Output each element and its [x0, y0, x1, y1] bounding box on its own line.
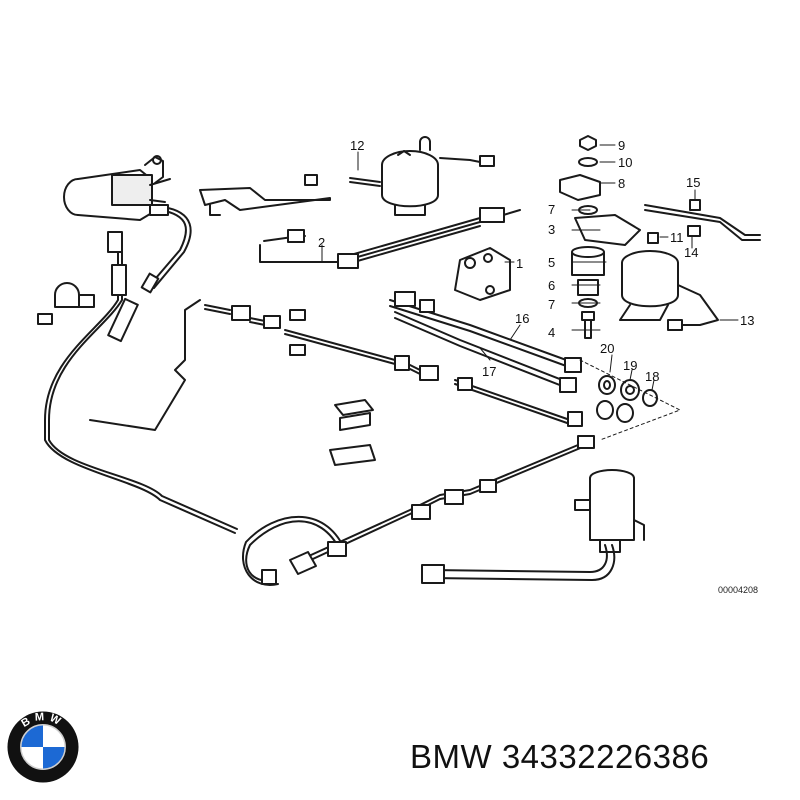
hose-clamp: [37, 282, 95, 325]
callout-10: 10: [618, 155, 632, 170]
callout-5: 5: [548, 255, 555, 270]
callout-17: 17: [482, 364, 496, 379]
fastener-stack: [559, 135, 641, 339]
return-line-bottom: [241, 515, 616, 586]
callout-1: 1: [516, 256, 523, 271]
hose-2: [259, 207, 521, 269]
callout-13: 13: [740, 313, 754, 328]
callout-18: 18: [645, 369, 659, 384]
figure-id: 00004208: [718, 585, 758, 595]
mounting-bracket: [199, 174, 331, 216]
brand-name: BMW: [410, 738, 493, 775]
hose-lines-middle: [89, 299, 595, 565]
pressure-accumulator: [381, 150, 439, 216]
seal-rings: [579, 359, 681, 441]
callout-8: 8: [618, 176, 625, 191]
callout-12: 12: [350, 138, 364, 153]
clip-set: [289, 309, 376, 466]
hose-16-17: [389, 291, 582, 393]
callout-9: 9: [618, 138, 625, 153]
fluid-reservoir: [574, 469, 645, 553]
pressure-valve: [454, 247, 511, 301]
callout-11: 11: [670, 230, 684, 245]
callout-3: 3: [548, 222, 555, 237]
callout-20: 20: [600, 341, 614, 356]
pressure-line-12: [349, 136, 495, 187]
callout-19: 19: [623, 358, 637, 373]
master-cylinder: [63, 155, 171, 221]
accumulator-right: [619, 199, 761, 331]
bmw-logo-icon: BMW: [7, 711, 79, 783]
callout-4: 4: [548, 325, 555, 340]
callout-7-upper: 7: [548, 202, 555, 217]
callout-2: 2: [318, 235, 325, 250]
part-number: 34332226386: [501, 738, 710, 775]
brand-part-number: BMW 34332226386: [410, 738, 709, 776]
callout-6: 6: [548, 278, 555, 293]
callout-15: 15: [686, 175, 700, 190]
callout-labels: 1 2 3 4 5 6 7 7 8 9 10 11 12 13 14 15 16…: [318, 138, 758, 595]
callout-16: 16: [515, 311, 529, 326]
callout-14: 14: [684, 245, 698, 260]
callout-7-lower: 7: [548, 297, 555, 312]
brake-line-left: [44, 204, 238, 534]
callout-leaders: [321, 144, 739, 391]
